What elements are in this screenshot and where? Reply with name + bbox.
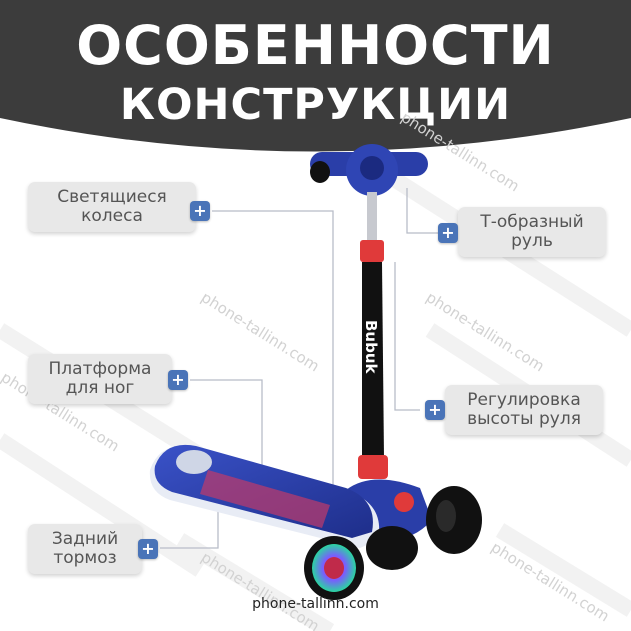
rear-wheel <box>304 536 364 600</box>
title-line-1: ОСОБЕННОСТИ <box>76 14 555 77</box>
fold-clamp <box>358 455 388 479</box>
callout-t-handlebar: Т-образный руль <box>458 207 606 257</box>
callout-label-line1: Светящиеся <box>57 187 167 207</box>
callout-foot-platform: Платформа для ног <box>28 354 172 404</box>
callout-label-line2: тормоз <box>53 548 117 568</box>
plus-icon[interactable]: + <box>425 400 445 420</box>
callout-height-adjust: Регулировка высоты руля <box>445 385 603 435</box>
height-clamp <box>360 240 384 262</box>
plus-icon[interactable]: + <box>438 223 458 243</box>
plus-icon[interactable]: + <box>190 201 210 221</box>
watermark-text: phone-tallinn.com <box>398 108 523 195</box>
front-wheels <box>366 486 482 570</box>
title-line-2: КОНСТРУКЦИИ <box>119 80 512 130</box>
callout-label-line2: колеса <box>81 206 143 226</box>
watermark-text: phone-tallinn.com <box>198 548 323 631</box>
stem-lower <box>362 262 384 458</box>
callout-label-line1: Платформа <box>48 359 152 379</box>
header-background <box>0 0 631 152</box>
callout-label-line2: высоты руля <box>467 409 581 429</box>
callout-label-line1: Регулировка <box>467 390 581 410</box>
watermark-text: phone-tallinn.com <box>198 288 323 375</box>
plus-icon[interactable]: + <box>138 539 158 559</box>
footer-site-url: phone-tallinn.com <box>252 596 379 612</box>
callout-glowing-wheels: Светящиеся колеса <box>28 182 196 232</box>
callout-label-line1: Т-образный <box>480 212 584 232</box>
handlebar <box>310 144 428 196</box>
deck <box>149 444 380 548</box>
stem-upper <box>367 192 377 240</box>
plus-icon[interactable]: + <box>168 370 188 390</box>
callout-rear-brake: Задний тормоз <box>28 524 142 574</box>
callout-label-line1: Задний <box>51 529 119 549</box>
connector-lines <box>160 188 443 549</box>
callout-label-line2: для ног <box>65 378 135 398</box>
scooter-brand-text: Bubuk <box>362 320 380 375</box>
callout-label-line2: руль <box>511 231 553 251</box>
